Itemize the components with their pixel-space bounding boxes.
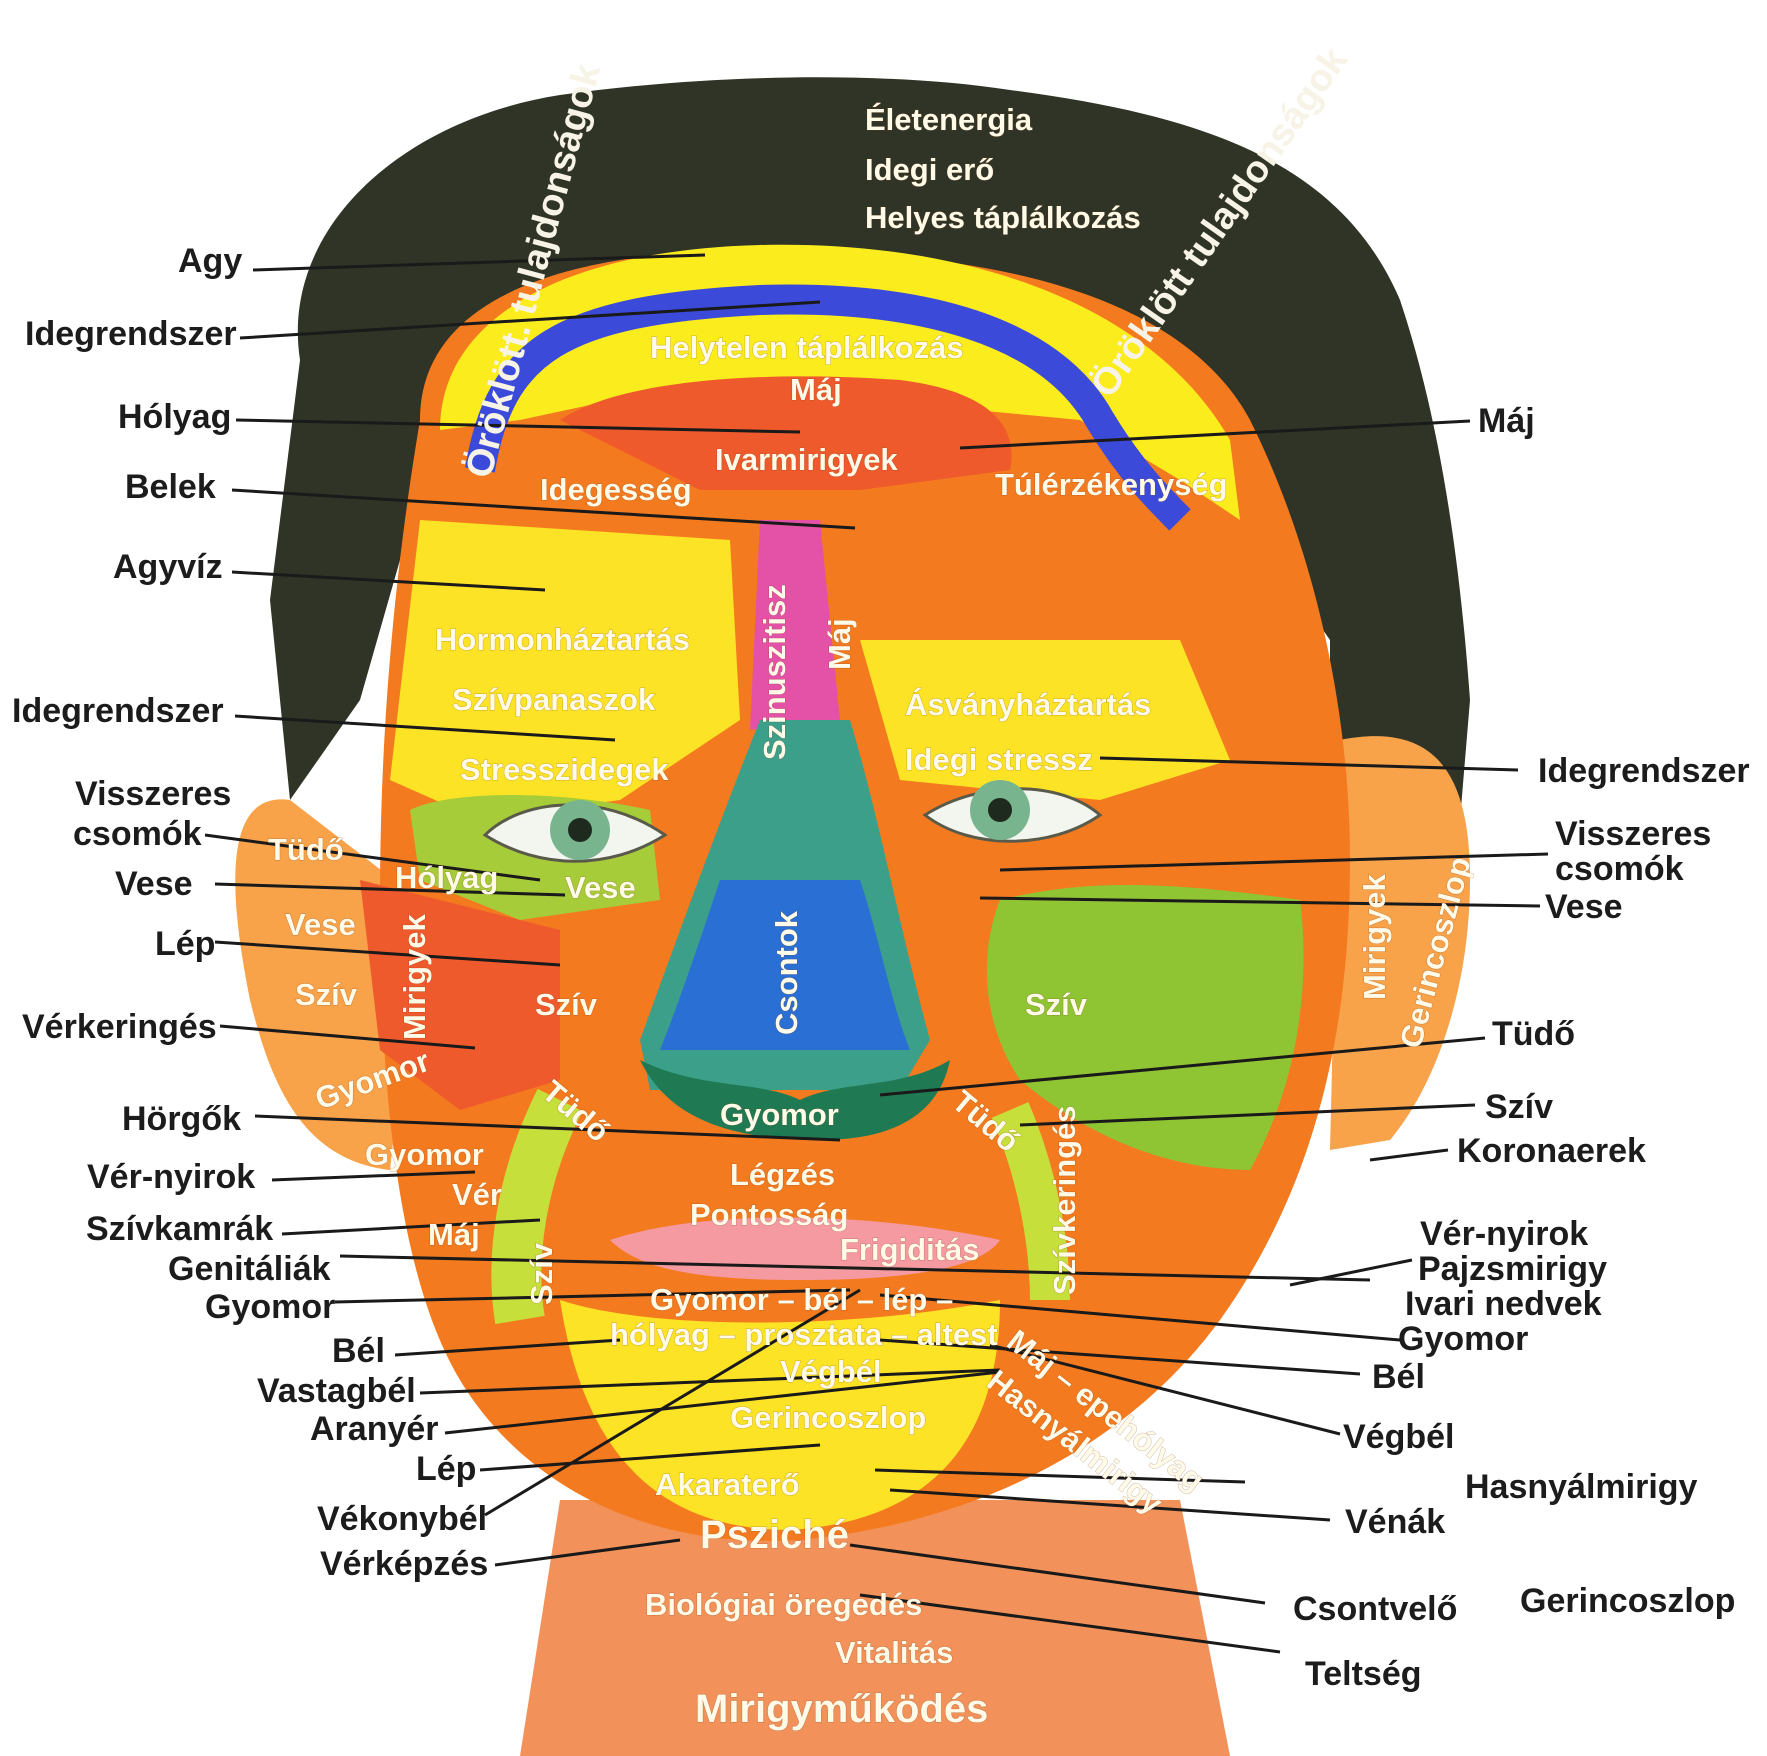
right-label-vese: Vese bbox=[1545, 888, 1623, 926]
label-mirigymukodes: Mirigyműködés bbox=[695, 1687, 988, 1731]
label-asvany: Ásványháztartás bbox=[905, 687, 1151, 722]
label-idegi-ero: Idegi erő bbox=[865, 152, 994, 187]
label-akaratero: Akaraterő bbox=[655, 1467, 800, 1502]
right-label-pajzsmirigy: Pajzsmirigy bbox=[1418, 1250, 1607, 1288]
label-biologiai: Biológiai öregedés bbox=[645, 1587, 922, 1622]
label-maj-nose: Máj bbox=[822, 618, 857, 670]
right-label-ivari-nedvek: Ivari nedvek bbox=[1405, 1285, 1602, 1323]
left-label-idegrendszer-1: Idegrendszer bbox=[25, 315, 237, 353]
label-sziv-l1: Szív bbox=[295, 977, 358, 1012]
label-tudo-l: Tüdő bbox=[268, 832, 344, 867]
right-label-maj: Máj bbox=[1478, 402, 1535, 440]
label-maj-l: Máj bbox=[428, 1217, 480, 1252]
left-label-bel: Bél bbox=[332, 1332, 385, 1370]
right-label-gyomor: Gyomor bbox=[1398, 1320, 1528, 1358]
label-gyomor-l2: Gyomor bbox=[365, 1137, 484, 1172]
label-stressz-idegek: Stresszidegek bbox=[460, 752, 669, 787]
left-label-vese: Vese bbox=[115, 865, 193, 903]
left-label-verkeringes: Vérkeringés bbox=[22, 1008, 217, 1046]
right-label-tudo: Tüdő bbox=[1492, 1015, 1575, 1053]
label-mirigyek-r: Mirigyek bbox=[1357, 873, 1392, 1000]
label-hormon: Hormonháztartás bbox=[435, 622, 690, 657]
label-frigiditas: Frigiditás bbox=[840, 1232, 980, 1267]
left-label-agy: Agy bbox=[178, 242, 242, 280]
right-label-hasnyalmirigy: Hasnyálmirigy bbox=[1465, 1468, 1698, 1506]
left-label-belek: Belek bbox=[125, 468, 216, 506]
label-vese-l1: Vese bbox=[565, 870, 636, 905]
label-helytelen: Helytelen táplálkozás bbox=[650, 330, 964, 365]
label-ver: Vér bbox=[452, 1177, 502, 1212]
label-szivkeringes: Szívkeringés bbox=[1047, 1105, 1082, 1295]
left-label-gyomor: Gyomor bbox=[205, 1288, 335, 1326]
left-label-verkepzes: Vérképzés bbox=[320, 1545, 488, 1583]
label-szinuszitisz: Szinuszitisz bbox=[757, 584, 792, 760]
label-legzes: Légzés bbox=[730, 1157, 835, 1192]
label-sziv-r: Szív bbox=[1025, 987, 1088, 1022]
right-label-csontvelo: Csontvelő bbox=[1293, 1590, 1457, 1628]
label-sziv-l3: Szív bbox=[524, 1242, 559, 1305]
label-vegbel: Végbél bbox=[780, 1354, 882, 1389]
label-maj-top: Máj bbox=[790, 372, 842, 407]
label-idegesseg: Idegesség bbox=[540, 472, 692, 507]
left-label-visszeres-2: csomók bbox=[73, 815, 202, 853]
right-label-visszeres-1: Visszeres bbox=[1555, 815, 1711, 853]
right-label-sziv: Szív bbox=[1485, 1088, 1553, 1126]
label-ivarmirigyek: Ivarmirigyek bbox=[715, 442, 898, 477]
left-label-holyag: Hólyag bbox=[118, 398, 231, 436]
left-label-aranyer: Aranyér bbox=[310, 1410, 439, 1448]
right-label-idegrendszer: Idegrendszer bbox=[1538, 752, 1750, 790]
right-label-ver-nyirok: Vér-nyirok bbox=[1420, 1215, 1588, 1253]
left-label-genitaliak: Genitáliák bbox=[168, 1250, 331, 1288]
left-label-lep-2: Lép bbox=[416, 1450, 476, 1488]
label-pontossag: Pontosság bbox=[690, 1197, 848, 1232]
right-label-gerincoszlop: Gerincoszlop bbox=[1520, 1582, 1735, 1620]
label-tulerzekenyseg: Túlérzékenység bbox=[995, 467, 1228, 502]
label-vese-l2: Vese bbox=[285, 907, 356, 942]
label-holyag-l: Hólyag bbox=[395, 860, 498, 895]
right-label-koronaerek: Koronaerek bbox=[1457, 1132, 1646, 1170]
left-label-agyviz: Agyvíz bbox=[113, 548, 223, 586]
label-gerincoszlop-c: Gerincoszlop bbox=[730, 1400, 926, 1435]
right-label-bel: Bél bbox=[1372, 1358, 1425, 1396]
label-gyomor-c: Gyomor bbox=[720, 1097, 839, 1132]
right-label-visszeres-2: csomók bbox=[1555, 850, 1684, 888]
left-label-szivkamrak: Szívkamrák bbox=[86, 1210, 273, 1248]
label-vitalitas: Vitalitás bbox=[835, 1635, 953, 1670]
label-csontok: Csontok bbox=[769, 910, 804, 1035]
right-label-venak: Vénák bbox=[1345, 1503, 1445, 1541]
label-sziv-l2: Szív bbox=[535, 987, 598, 1022]
left-label-ver-nyirok: Vér-nyirok bbox=[87, 1158, 255, 1196]
label-holyag-prosztata: hólyag – prosztata – altest bbox=[610, 1317, 998, 1352]
label-eletenergia: Életenergia bbox=[865, 102, 1033, 137]
left-label-vekonybel: Vékonybél bbox=[317, 1500, 487, 1538]
label-mirigyek-l: Mirigyek bbox=[397, 913, 432, 1040]
left-label-vastagbel: Vastagbél bbox=[257, 1372, 416, 1410]
left-label-idegrendszer-2: Idegrendszer bbox=[12, 692, 224, 730]
right-label-vegbel: Végbél bbox=[1343, 1418, 1454, 1456]
label-helyes: Helyes táplálkozás bbox=[865, 200, 1141, 235]
left-label-lep: Lép bbox=[155, 925, 215, 963]
label-psziche: Psziché bbox=[700, 1513, 849, 1557]
right-label-teltseg: Teltség bbox=[1305, 1655, 1422, 1693]
left-label-visszeres-1: Visszeres bbox=[75, 775, 231, 813]
left-label-horgok: Hörgők bbox=[122, 1100, 241, 1138]
label-szivpanaszok: Szívpanaszok bbox=[452, 682, 656, 717]
label-gyomor-bel: Gyomor – bél – lép – bbox=[650, 1282, 953, 1317]
label-idegi-stressz: Idegi stressz bbox=[905, 742, 1093, 777]
